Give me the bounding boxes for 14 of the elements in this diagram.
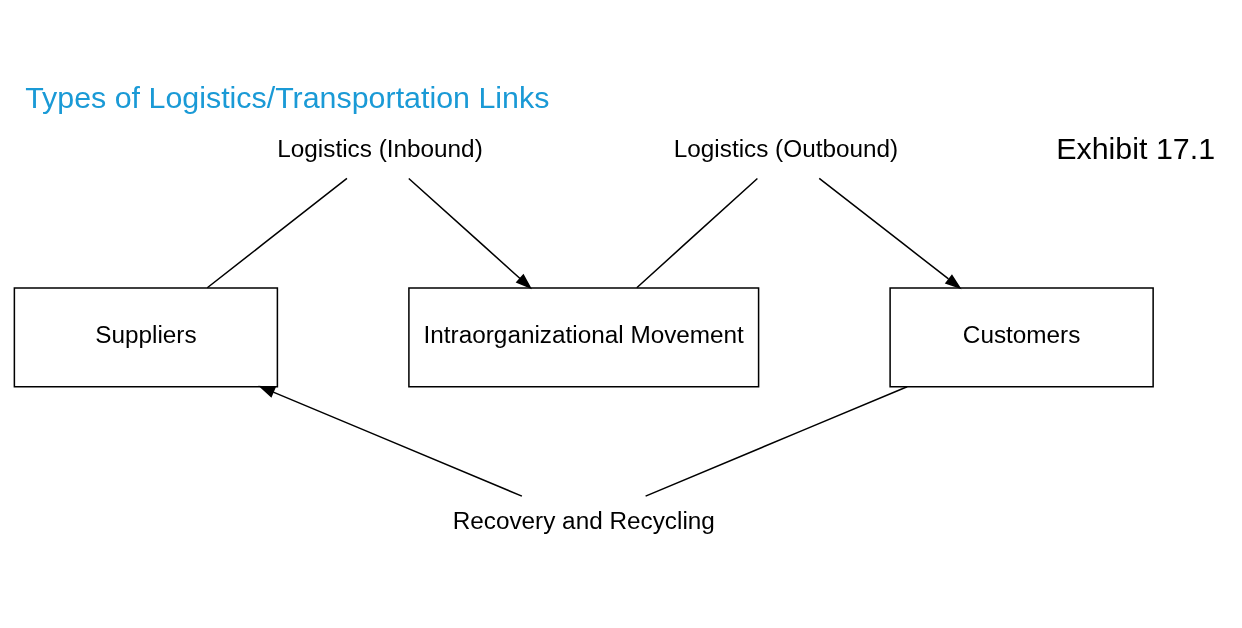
connector (206, 177, 348, 288)
label: Exhibit 17.1 (1056, 130, 1216, 165)
arrow (818, 177, 962, 289)
node-box: Suppliers (13, 286, 279, 387)
connector (644, 385, 908, 497)
diagram-title: Types of Logistics/Transportation Links (25, 79, 550, 114)
arrow (408, 177, 532, 289)
arrow (258, 385, 523, 497)
connector (636, 177, 759, 288)
node-text: Recovery and Recycling (452, 506, 715, 534)
node-text: Logistics (Outbound) (673, 134, 899, 162)
node-box: Customers (889, 286, 1154, 387)
node-box: Intraorganizational Movement (408, 286, 760, 387)
node-text: Logistics (Inbound) (277, 134, 483, 162)
